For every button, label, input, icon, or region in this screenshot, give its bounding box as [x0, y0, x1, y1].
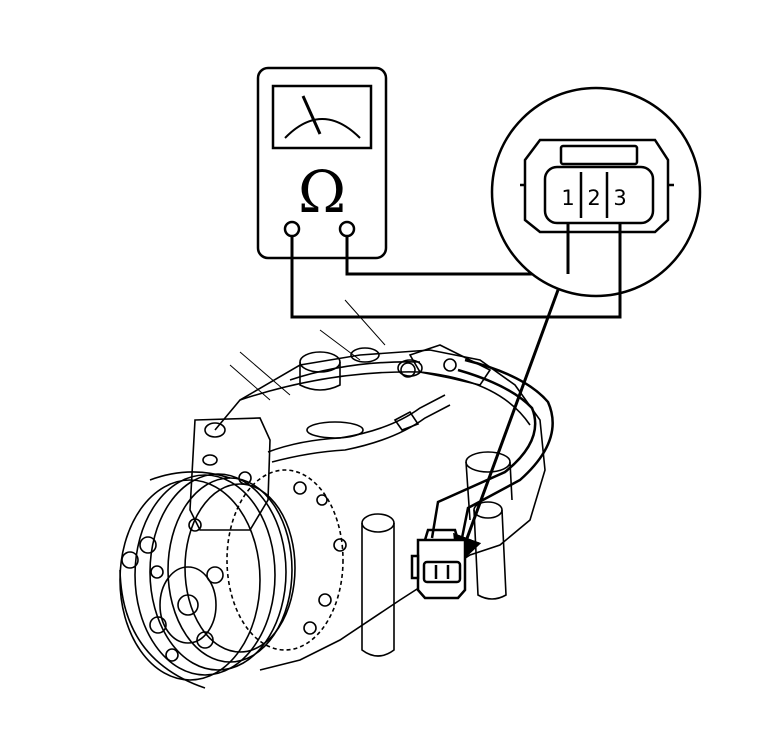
- pointer-arrow: [453, 289, 560, 567]
- compressor-connector: [410, 528, 467, 600]
- meter-terminal-left: [283, 220, 301, 238]
- meter-dial-window: [271, 84, 373, 150]
- meter-needle: [301, 95, 322, 135]
- pin-label-1: 1: [561, 186, 574, 210]
- clutch-pulley: [119, 471, 296, 689]
- meter-terminal-right: [338, 220, 356, 238]
- pin-label-2: 2: [587, 186, 600, 210]
- pin-label-3: 3: [613, 186, 626, 210]
- ohmmeter: Ω: [256, 66, 388, 260]
- harness-wire: [430, 358, 554, 539]
- ac-compressor: [119, 299, 546, 689]
- connector-detail: [490, 86, 702, 317]
- ohm-symbol: Ω: [298, 158, 346, 226]
